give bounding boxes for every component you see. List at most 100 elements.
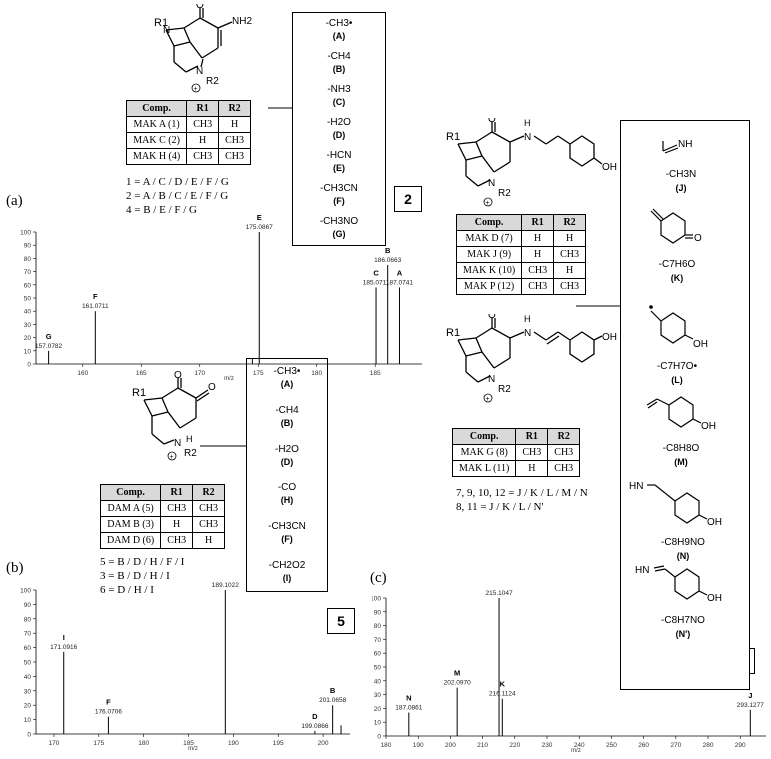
y-tick-label: 100	[372, 596, 381, 603]
fragment-item: -CH4(B)	[275, 404, 299, 428]
ms-spectrum-c: 0102030405060708090100180190200210220230…	[372, 586, 766, 754]
peak-mz-label: 187.0861	[395, 705, 422, 712]
svg-text:HN: HN	[629, 481, 643, 492]
fragment-item: -CH3CN(F)	[320, 183, 358, 207]
y-tick-label: 30	[24, 688, 32, 695]
x-tick-label: 180	[381, 742, 392, 749]
compound-number-b: 5	[327, 608, 355, 634]
x-tick-label: 250	[606, 742, 617, 749]
svg-text:OH: OH	[707, 517, 722, 528]
x-tick-label: 200	[318, 740, 329, 747]
svg-text:+: +	[170, 454, 174, 461]
y-tick-label: 90	[374, 609, 382, 616]
peak-mz-label: 171.0916	[50, 644, 77, 651]
fragment-item: -CH3N	[666, 169, 697, 180]
assignment-line: 6 = D / H / I	[100, 584, 154, 596]
svg-text:OH: OH	[602, 162, 617, 173]
assignment-line: 1 = A / C / D / E / F / G	[126, 176, 229, 188]
peak-letter-label: E	[257, 213, 262, 222]
y-tick-label: 70	[24, 269, 32, 276]
x-tick-label: 175	[253, 370, 264, 377]
svg-text:(N): (N)	[677, 551, 690, 561]
peak-mz-label: 185.0711	[363, 279, 390, 286]
y-tick-label: 40	[24, 674, 32, 681]
table-mak-1: Comp. R1 R2 MAK A (1) CH3 H MAK C (2) H …	[125, 100, 252, 165]
fragment-item: -CH2O2(I)	[268, 559, 306, 583]
x-axis-label: m/z	[224, 376, 234, 382]
svg-text:R1: R1	[446, 327, 460, 339]
fragment-item: -H2O(D)	[275, 443, 299, 467]
svg-text:N: N	[524, 328, 531, 339]
fragment-item: -C7H7O•	[657, 361, 698, 372]
mak-core-r1-label: R1	[154, 17, 168, 29]
y-tick-label: 100	[20, 588, 31, 595]
svg-text:(N'): (N')	[676, 629, 691, 639]
svg-text:N: N	[488, 374, 495, 385]
y-tick-label: 100	[20, 230, 31, 237]
svg-text:+: +	[486, 200, 490, 207]
peak-letter-label: B	[330, 686, 336, 695]
svg-text:(M): (M)	[674, 457, 688, 467]
svg-text:R1: R1	[446, 131, 460, 143]
y-tick-label: 30	[374, 692, 382, 699]
mak-core-n-label: N	[163, 25, 170, 36]
assignment-line: 4 = B / E / F / G	[126, 204, 197, 216]
peak-letter-label: M	[454, 669, 460, 678]
peak-mz-label: 199.0866	[301, 723, 328, 730]
svg-text:O: O	[694, 233, 702, 244]
svg-text:+: +	[486, 396, 490, 403]
y-tick-label: 90	[24, 243, 32, 250]
table-row: MAK C (2) H CH3	[125, 132, 252, 149]
y-tick-label: 60	[24, 282, 32, 289]
fragment-item: -C8H7NO	[661, 615, 705, 626]
peak-mz-label: 157.0782	[35, 343, 62, 350]
peak-mz-label: 215.1047	[485, 590, 512, 597]
panel-label-c: (c)	[370, 570, 387, 586]
table-cell: H	[186, 132, 220, 149]
svg-text:+: +	[194, 86, 198, 93]
y-tick-label: 20	[24, 335, 32, 342]
peak-mz-label: 293.1277	[737, 702, 764, 709]
assignment-line: 5 = B / D / H / F / I	[100, 556, 185, 568]
y-tick-label: 50	[24, 660, 32, 667]
peak-letter-label: D	[312, 712, 318, 721]
x-tick-label: 280	[703, 742, 714, 749]
mak-core-structure: R1 N O NH2 N R2 +	[154, 4, 252, 93]
positive-charge-icon	[483, 197, 493, 207]
peak-letter-label: F	[106, 698, 111, 707]
peak-letter-label: N	[406, 694, 411, 703]
peak-letter-label: F	[93, 292, 98, 301]
y-tick-label: 70	[24, 631, 32, 638]
peak-mz-label: 161.0711	[82, 303, 109, 310]
svg-text:O: O	[174, 370, 182, 381]
svg-text:(K): (K)	[671, 273, 684, 283]
fragment-item: -C7H6O	[659, 259, 696, 270]
peak-mz-label: 202.0970	[444, 680, 471, 687]
fragment-item: -CH4(B)	[327, 50, 351, 74]
table-cell: CH3	[218, 148, 252, 165]
fragment-item: -HCN(E)	[326, 150, 352, 174]
x-tick-label: 200	[445, 742, 456, 749]
fragment-item: -C8H9NO	[661, 537, 705, 548]
svg-text:N: N	[524, 132, 531, 143]
y-tick-label: 10	[24, 348, 32, 355]
x-axis-label: m/z	[571, 748, 581, 754]
mak-vinyl-structure: R1 O H N OH N R2 +	[446, 314, 617, 403]
x-tick-label: 290	[735, 742, 746, 749]
mak-core-bonds	[165, 8, 233, 73]
mak-ethyl-structure: R1 O H N OH N R2 +	[446, 118, 617, 207]
svg-text:N: N	[174, 438, 181, 449]
fragment-item: -CH3•(A)	[273, 366, 301, 390]
svg-text:H: H	[524, 314, 531, 324]
peak-mz-label: 216.1124	[489, 691, 516, 698]
assignment-line: 3 = B / D / H / I	[100, 570, 170, 582]
